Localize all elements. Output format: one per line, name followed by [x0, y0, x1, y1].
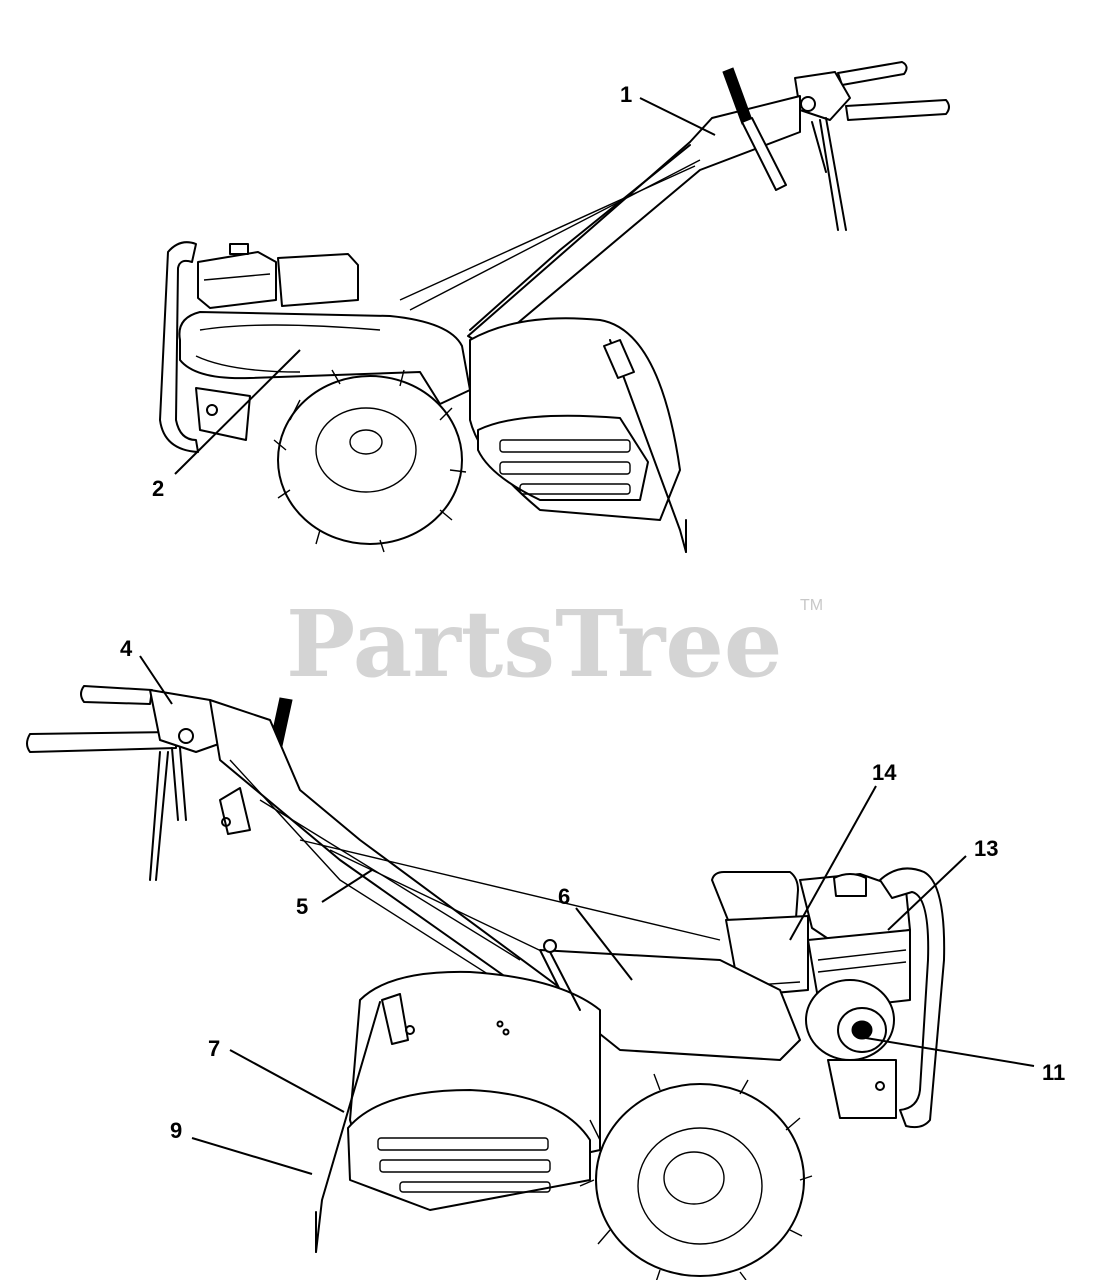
top-tiller-drawing: [159, 61, 950, 553]
callout-2: 2: [152, 476, 164, 501]
callout-6: 6: [558, 884, 570, 909]
callout-11: 11: [1042, 1060, 1065, 1085]
watermark-trademark: TM: [800, 597, 823, 614]
callout-7: 7: [208, 1036, 220, 1061]
callout-1: 1: [620, 82, 632, 107]
watermark-text: PartsTree: [286, 590, 782, 698]
watermark: PartsTree TM: [286, 590, 823, 698]
callout-9: 9: [170, 1118, 182, 1143]
callout-14: 14: [872, 760, 897, 785]
leader-lines: [139, 97, 1035, 1175]
callout-4: 4: [120, 636, 133, 661]
callout-5: 5: [296, 894, 308, 919]
callout-13: 13: [974, 836, 998, 861]
bottom-tiller-drawing: [26, 685, 946, 1280]
callout-labels: 1 2 4 5 6 7 9 11 13 14: [120, 82, 1065, 1143]
